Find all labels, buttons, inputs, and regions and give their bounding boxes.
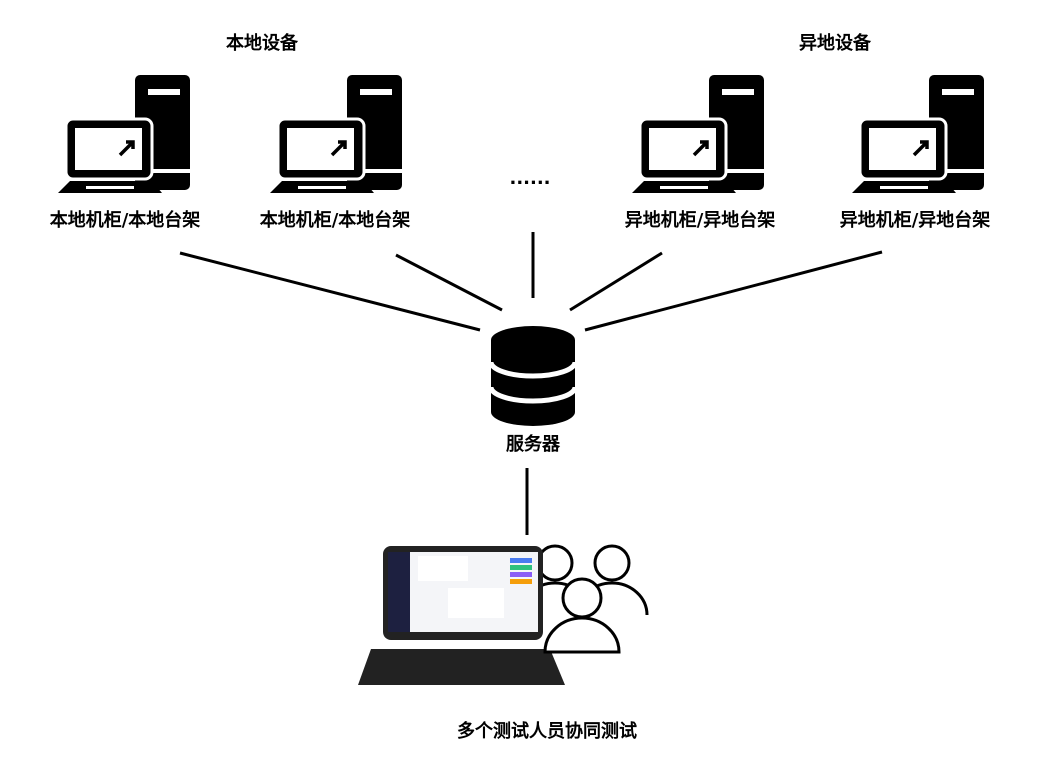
connector-lines [179,232,883,535]
desktop-computer-icon [268,73,404,195]
client-label: 多个测试人员协同测试 [457,720,637,742]
database-icon [488,326,578,426]
desktop-computer-icon [56,73,192,195]
group-title-remote: 异地设备 [799,32,872,54]
desktop-computer-icon [630,73,766,195]
device-label: 异地机柜/异地台架 [840,209,991,231]
device-label: 异地机柜/异地台架 [625,209,776,231]
device-label: 本地机柜/本地台架 [50,209,201,231]
desktop-computer-icon [850,73,986,195]
group-title-local: 本地设备 [226,32,299,54]
server-label: 服务器 [506,433,561,455]
ellipsis: ...... [509,168,550,189]
laptop-users-icon [358,544,649,685]
device-label: 本地机柜/本地台架 [260,209,411,231]
